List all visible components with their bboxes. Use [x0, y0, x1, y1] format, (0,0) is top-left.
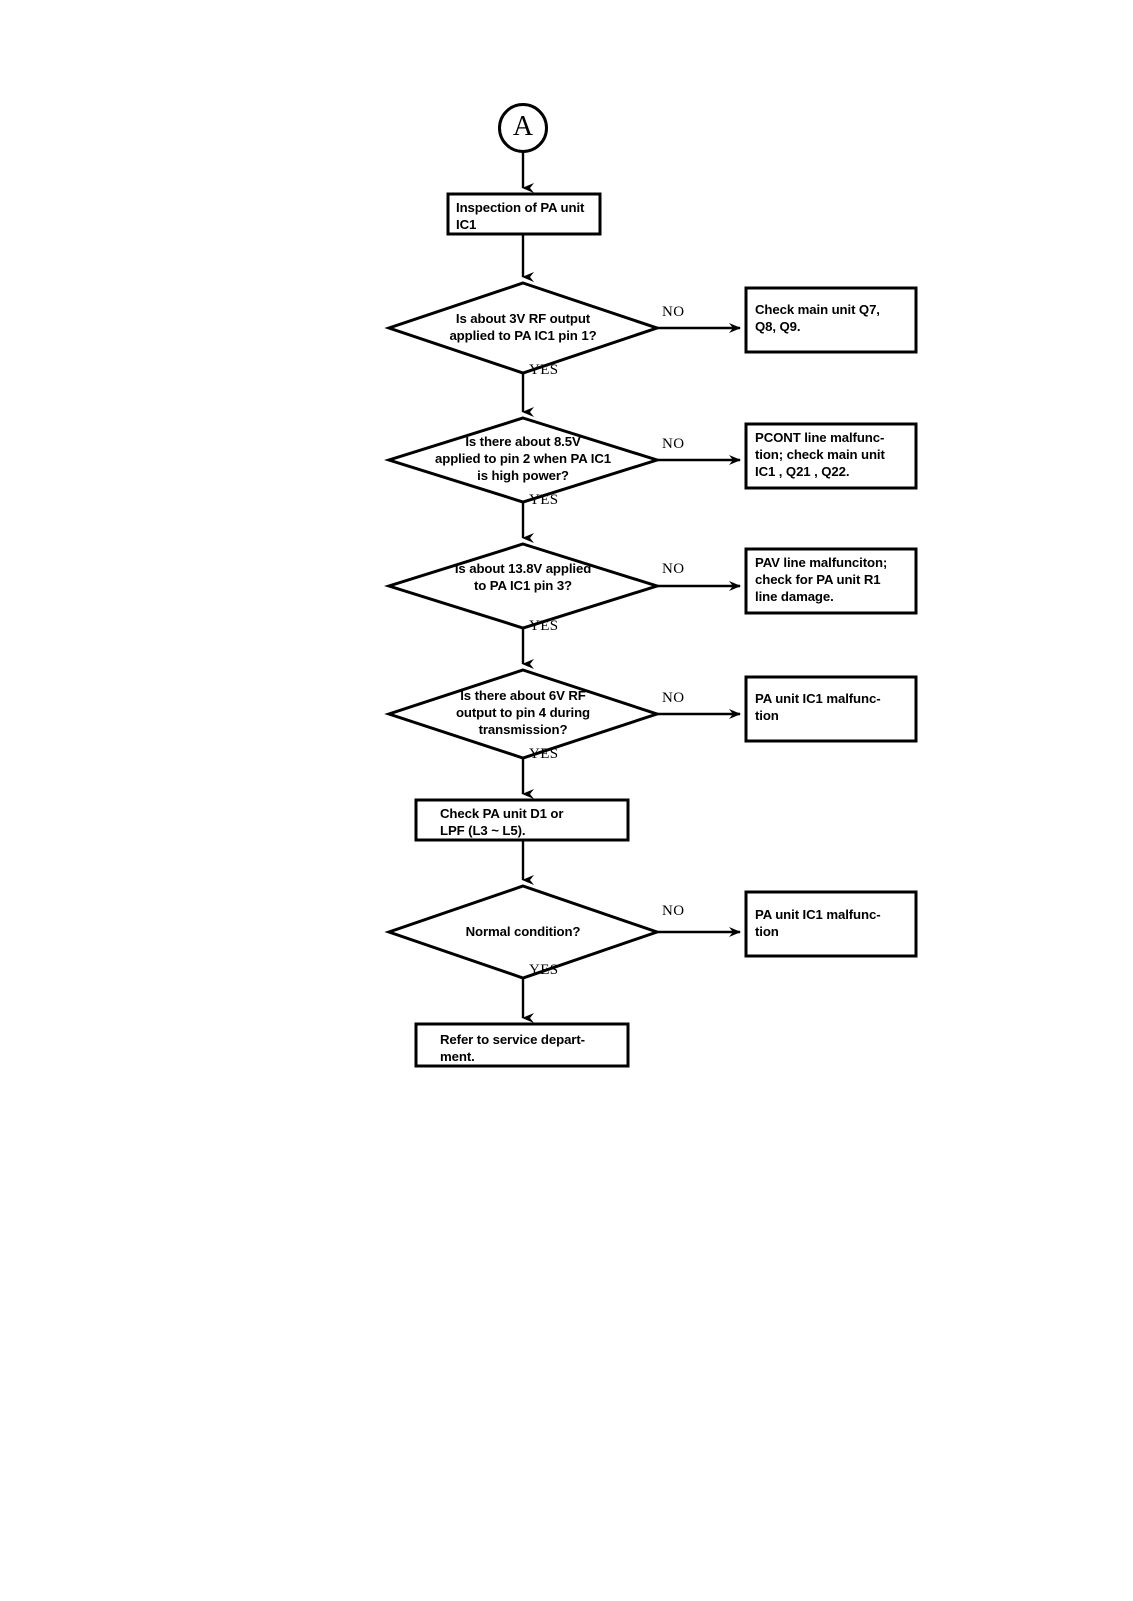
branch-label-d3-no: NO [662, 561, 685, 577]
node-decision-2-text: Is there about 8.5V applied to pin 2 whe… [435, 434, 611, 483]
node-result-2-text: PCONT line malfunc- tion; check main uni… [755, 430, 885, 479]
node-check-process-text: Check PA unit D1 or LPF (L3 ~ L5). [440, 806, 564, 838]
node-result-4-text: PA unit IC1 malfunc- tion [755, 691, 881, 723]
branch-label-d4-yes: YES [529, 746, 559, 762]
node-decision-4-text: Is there about 6V RF output to pin 4 dur… [455, 688, 591, 737]
node-decision-1-text: Is about 3V RF output applied to PA IC1 … [449, 311, 597, 343]
node-result-5-text: PA unit IC1 malfunc- tion [755, 907, 881, 939]
node-decision-3-text: Is about 13.8V applied to PA IC1 pin 3? [454, 561, 592, 593]
branch-label-d1-no: NO [662, 304, 685, 320]
connector-label-a: A [512, 111, 534, 142]
node-result-1-text: Check main unit Q7, Q8, Q9. [755, 302, 880, 334]
node-decision-5-text: Normal condition? [465, 924, 581, 939]
branch-label-d3-yes: YES [529, 618, 559, 634]
branch-label-d1-yes: YES [529, 362, 559, 378]
connector-circle-a [498, 103, 548, 153]
shape-result-2 [744, 422, 918, 490]
shape-end-process [414, 1022, 630, 1068]
shape-result-3 [744, 547, 918, 615]
shape-result-5 [744, 890, 918, 958]
node-result-3-text: PAV line malfunciton; check for PA unit … [755, 555, 888, 604]
branch-label-d5-no: NO [662, 903, 685, 919]
branch-label-d2-yes: YES [529, 492, 559, 508]
node-end-process-text: Refer to service depart- ment. [440, 1032, 585, 1064]
branch-label-d2-no: NO [662, 436, 685, 452]
shape-result-1 [744, 286, 918, 354]
branch-label-d4-no: NO [662, 690, 685, 706]
shape-result-4 [744, 675, 918, 743]
node-start-process-text: Inspection of PA unit IC1 [456, 200, 585, 232]
branch-label-d5-yes: YES [529, 962, 559, 978]
